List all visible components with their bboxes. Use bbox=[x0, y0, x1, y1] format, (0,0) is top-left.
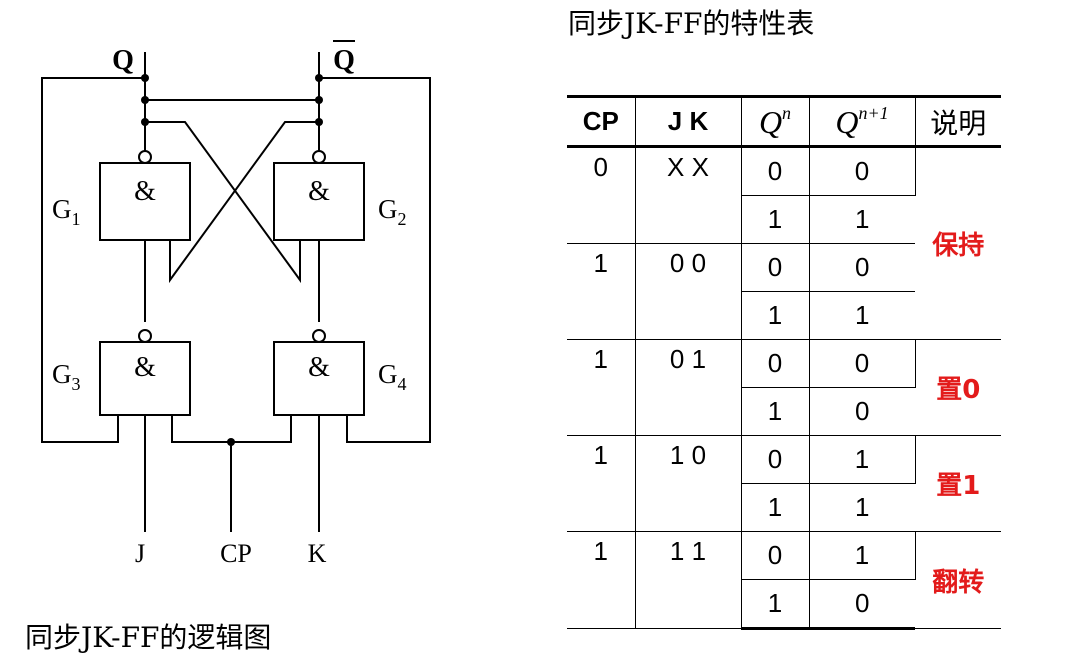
table-row: 1 1 0 0 1 置1 bbox=[567, 435, 1001, 532]
gate-label-g1: G1 bbox=[52, 194, 81, 229]
cell-jk: 0 0 bbox=[635, 243, 742, 340]
table-row: 1 0 bbox=[567, 387, 1001, 436]
cell-qn1: 0 bbox=[809, 339, 916, 388]
cell-qn1: 0 bbox=[809, 579, 915, 630]
header-desc: 说明 bbox=[915, 95, 1001, 148]
cell-qn: 0 bbox=[741, 146, 810, 196]
cell-cp: 1 bbox=[567, 339, 636, 436]
and-symbol: & bbox=[308, 176, 330, 207]
gate-label-g4: G4 bbox=[378, 359, 407, 394]
junction-dots bbox=[141, 74, 323, 446]
table-header-row: CP J K Qn Qn+1 说明 bbox=[567, 95, 1001, 148]
cell-jk: 1 0 bbox=[635, 435, 742, 532]
cell-cp: 0 bbox=[567, 146, 636, 244]
table-row: 1 1 bbox=[567, 195, 1001, 244]
table-row: 1 1 1 0 1 翻转 bbox=[567, 531, 1001, 629]
table-row: 1 0 bbox=[567, 579, 1001, 630]
output-labels: Q Q bbox=[112, 40, 355, 76]
gate-g3: & G3 bbox=[52, 329, 191, 416]
table-row: 1 0 0 0 0 bbox=[567, 243, 1001, 340]
jk-flip-flop-logic-diagram: Q Q & G1 & G2 & G3 & G4 J CP K bbox=[41, 40, 431, 568]
diagram-caption: 同步JK-FF的逻辑图 bbox=[25, 621, 272, 654]
cell-desc-set: 置1 bbox=[915, 435, 1001, 532]
cell-qn1: 0 bbox=[809, 146, 916, 196]
k-input-label: K bbox=[308, 539, 327, 568]
cell-jk: 1 1 bbox=[635, 531, 742, 629]
gate-g4: & G4 bbox=[273, 329, 407, 416]
q-bar-output-label: Q bbox=[333, 45, 355, 76]
cell-cp: 1 bbox=[567, 435, 636, 532]
cell-qn: 1 bbox=[741, 195, 810, 244]
cell-qn: 1 bbox=[741, 291, 810, 340]
and-symbol: & bbox=[308, 352, 330, 383]
header-jk: J K bbox=[635, 95, 742, 148]
cell-cp: 1 bbox=[567, 531, 636, 629]
and-symbol: & bbox=[134, 352, 156, 383]
characteristic-table: CP J K Qn Qn+1 说明 0 X X 0 0 保持 1 1 1 0 0… bbox=[567, 95, 1001, 630]
table-row: 0 X X 0 0 保持 bbox=[567, 146, 1001, 340]
cell-qn1: 1 bbox=[809, 435, 916, 484]
cell-desc-toggle: 翻转 bbox=[915, 531, 1001, 629]
cell-jk: 0 1 bbox=[635, 339, 742, 436]
input-labels: J CP K bbox=[135, 539, 327, 568]
and-symbol: & bbox=[134, 176, 156, 207]
q-output-label: Q bbox=[112, 45, 134, 76]
j-input-label: J bbox=[135, 539, 145, 568]
gate-g1: & G1 bbox=[52, 150, 191, 241]
cell-qn1: 1 bbox=[809, 291, 915, 340]
cell-qn1: 0 bbox=[809, 387, 915, 436]
cell-qn: 1 bbox=[741, 387, 810, 436]
table-row: 1 1 bbox=[567, 483, 1001, 532]
cell-qn1: 0 bbox=[809, 243, 915, 292]
cell-qn1: 1 bbox=[809, 531, 916, 580]
cell-qn: 0 bbox=[741, 435, 810, 484]
cell-desc-reset: 置0 bbox=[915, 339, 1001, 436]
header-cp: CP bbox=[567, 95, 636, 148]
table-row: 1 1 bbox=[567, 291, 1001, 340]
header-qn1: Qn+1 bbox=[809, 95, 916, 148]
gate-label-g2: G2 bbox=[378, 194, 407, 229]
cell-qn: 1 bbox=[741, 579, 810, 630]
cell-qn: 0 bbox=[741, 531, 810, 580]
cell-jk: X X bbox=[635, 146, 742, 244]
header-qn: Qn bbox=[741, 95, 810, 148]
wires bbox=[41, 52, 431, 532]
table-row: 1 0 1 0 0 置0 bbox=[567, 339, 1001, 436]
cell-qn: 0 bbox=[741, 243, 810, 292]
cell-qn1: 1 bbox=[809, 195, 915, 244]
table-title: 同步JK-FF的特性表 bbox=[568, 7, 815, 40]
gate-g2: & G2 bbox=[273, 150, 407, 241]
cell-cp: 1 bbox=[567, 243, 636, 340]
cell-desc-hold: 保持 bbox=[915, 146, 1001, 340]
cp-input-label: CP bbox=[220, 539, 252, 568]
gate-label-g3: G3 bbox=[52, 359, 81, 394]
cell-qn1: 1 bbox=[809, 483, 915, 532]
cell-qn: 0 bbox=[741, 339, 810, 388]
cell-qn: 1 bbox=[741, 483, 810, 532]
